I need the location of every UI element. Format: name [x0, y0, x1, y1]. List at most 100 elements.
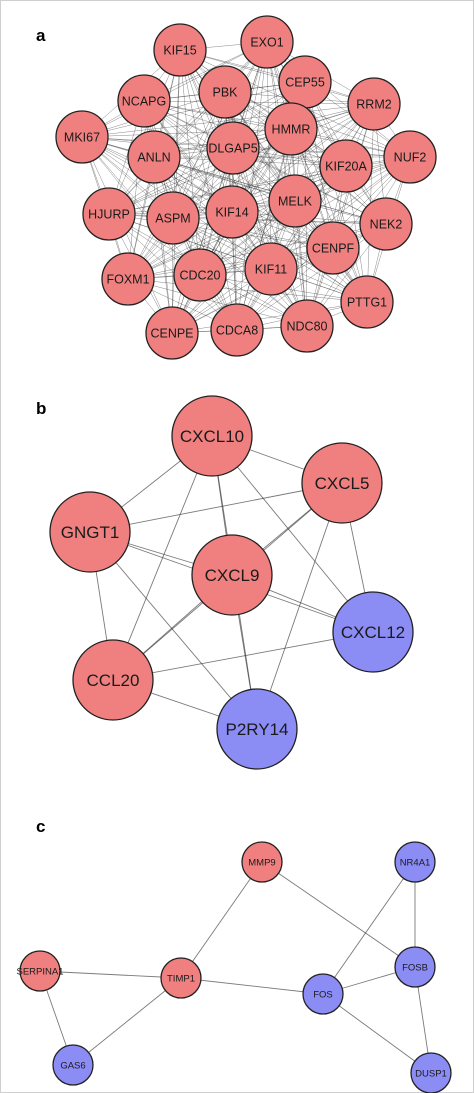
- node-circle-kif15: [153, 23, 207, 77]
- node-circle-melk: [268, 174, 322, 228]
- node-label-mmp9: MMP9: [248, 857, 275, 868]
- edge-kif15-hjurp: [108, 49, 181, 215]
- node-aspm: ASPM: [146, 191, 200, 245]
- node-label-rrm2: RRM2: [356, 98, 391, 112]
- edge-kif20a-cdca8: [236, 165, 347, 331]
- node-label-cdca8: CDCA8: [216, 324, 258, 338]
- node-label-dusp1: DUSP1: [415, 1068, 447, 1079]
- edge-foxm1-pttg1: [127, 278, 368, 303]
- node-label-anln: ANLN: [137, 151, 170, 165]
- edge-anln-ndc80: [153, 156, 308, 327]
- node-fos: FOS: [302, 973, 344, 1015]
- node-kif15: KIF15: [153, 23, 207, 77]
- edge-hjurp-melk: [108, 200, 296, 215]
- edge-pbk-nuf2: [224, 91, 411, 158]
- node-circle-aspm: [146, 191, 200, 245]
- node-circle-cxcl10: [171, 395, 253, 477]
- node-label-mki67: MKI67: [64, 131, 100, 145]
- node-circle-kif14: [205, 185, 259, 239]
- edge-mki67-cenpe: [81, 136, 173, 334]
- node-circle-cxcl12: [332, 591, 414, 673]
- node-label-nek2: NEK2: [370, 218, 403, 232]
- edge-aspm-ndc80: [172, 217, 308, 327]
- edge-nuf2-kif11: [270, 156, 411, 270]
- edge-rrm2-mki67: [81, 103, 375, 138]
- node-label-cdc20: CDC20: [180, 269, 221, 283]
- node-label-exo1: EXO1: [250, 36, 283, 50]
- edge-kif15-kif20a: [179, 49, 347, 167]
- node-circle-foxm1: [101, 252, 155, 306]
- edge-dlgap5-nuf2: [232, 147, 411, 158]
- node-cxcl5: CXCL5: [301, 442, 383, 524]
- edge-rrm2-ndc80: [306, 103, 375, 327]
- edge-nek2-cdc20: [199, 223, 387, 276]
- node-label-cxcl10: CXCL10: [180, 427, 244, 446]
- edge-foxm1-ndc80: [127, 278, 308, 327]
- node-circle-cenpe: [145, 306, 199, 360]
- edge-timp1-fos: [180, 977, 324, 995]
- node-serpina1: SERPINA1: [17, 950, 64, 992]
- panel-c-edges: [39, 861, 432, 1074]
- node-circle-kif11: [244, 242, 298, 296]
- node-circle-anln: [127, 130, 181, 184]
- node-kif14: KIF14: [205, 185, 259, 239]
- node-rrm2: RRM2: [347, 77, 401, 131]
- edge-cxcl5-gngt1: [89, 482, 343, 533]
- edge-foxm1-cenpf: [127, 247, 334, 280]
- edge-cep55-anln: [153, 81, 306, 158]
- node-label-kif20a: KIF20A: [325, 160, 367, 174]
- node-mki67: MKI67: [55, 110, 109, 164]
- node-label-melk: MELK: [278, 195, 313, 209]
- edge-cep55-mki67: [81, 81, 306, 138]
- edge-kif14-pttg1: [231, 211, 368, 303]
- node-circle-pbk: [198, 65, 252, 119]
- node-ccl20: CCL20: [72, 639, 154, 721]
- node-label-gas6: GAS6: [60, 1060, 85, 1071]
- node-label-cxcl5: CXCL5: [315, 474, 370, 493]
- panel-a-network: KIF15EXO1NCAPGPBKCEP55RRM2MKI67HMMRANLND…: [36, 15, 437, 360]
- edge-kif15-cdc20: [179, 49, 201, 276]
- node-label-cep55: CEP55: [285, 76, 325, 90]
- edge-kif15-rrm2: [179, 49, 375, 105]
- edge-ncapg-foxm1: [127, 100, 145, 280]
- edge-nr4a1-fos: [322, 861, 416, 995]
- node-label-ccl20: CCL20: [87, 671, 140, 690]
- node-circle-cxcl5: [301, 442, 383, 524]
- node-circle-mki67: [55, 110, 109, 164]
- panel-b-label: b: [36, 399, 46, 418]
- node-circle-timp1: [160, 957, 202, 999]
- node-circle-nr4a1: [394, 841, 436, 883]
- node-label-cenpe: CENPE: [150, 327, 193, 341]
- node-circle-cdc20: [173, 248, 227, 302]
- node-cxcl12: CXCL12: [332, 591, 414, 673]
- node-pbk: PBK: [198, 65, 252, 119]
- node-circle-p2ry14: [216, 688, 298, 770]
- node-foxm1: FOXM1: [101, 252, 155, 306]
- node-label-kif14: KIF14: [215, 206, 248, 220]
- node-label-aspm: ASPM: [155, 212, 190, 226]
- node-circle-hjurp: [82, 187, 136, 241]
- node-label-hmmr: HMMR: [272, 123, 311, 137]
- edge-rrm2-kif14: [231, 103, 375, 213]
- edge-mmp9-timp1: [180, 861, 263, 979]
- node-circle-rrm2: [347, 77, 401, 131]
- node-circle-ndc80: [280, 299, 334, 353]
- node-kif11: KIF11: [244, 242, 298, 296]
- edge-nuf2-cenpe: [171, 156, 411, 334]
- node-cdc20: CDC20: [173, 248, 227, 302]
- node-circle-ccl20: [72, 639, 154, 721]
- node-label-gngt1: GNGT1: [61, 523, 120, 542]
- edge-cenpf-cenpe: [171, 247, 334, 334]
- edge-anln-pttg1: [153, 156, 368, 303]
- node-label-timp1: TIMP1: [167, 973, 195, 984]
- node-cxcl9: CXCL9: [191, 534, 273, 616]
- node-cxcl10: CXCL10: [171, 395, 253, 477]
- node-label-ncapg: NCAPG: [122, 95, 166, 109]
- node-circle-ncapg: [117, 74, 171, 128]
- node-gngt1: GNGT1: [49, 491, 131, 573]
- node-exo1: EXO1: [240, 15, 294, 69]
- node-circle-nek2: [359, 197, 413, 251]
